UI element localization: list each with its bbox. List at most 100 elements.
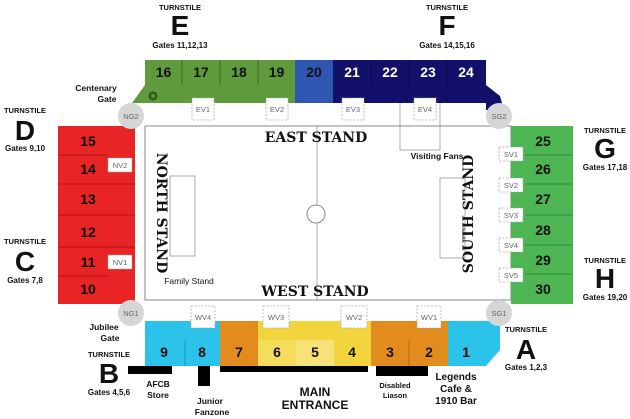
vomitory-nv2-label: NV2 — [113, 161, 128, 170]
block-1[interactable] — [448, 321, 486, 366]
vomitory-sv5-label: SV5 — [504, 271, 518, 280]
vomitory-wv1-label: WV1 — [421, 313, 437, 322]
block-9[interactable] — [145, 321, 185, 366]
disabled-liason-frontage — [376, 366, 428, 376]
block-21-label: 21 — [344, 64, 360, 80]
block-5-label: 5 — [311, 344, 319, 360]
block-19[interactable] — [258, 60, 295, 103]
vomitory-ev4-label: EV4 — [418, 105, 432, 114]
west-stand-blocks: 9 8 7 6 5 4 3 2 1 — [145, 321, 500, 366]
west-cyan-corner — [486, 321, 500, 366]
block-10-label: 10 — [80, 281, 96, 297]
visiting-fans-label: Visiting Fans — [411, 151, 464, 161]
turnstile-d-letter: D — [15, 115, 35, 146]
vomitory-ev3-label: EV3 — [346, 105, 360, 114]
turnstile-e[interactable]: TURNSTILE E Gates 11,12,13 — [152, 3, 208, 50]
block-21[interactable] — [333, 60, 371, 103]
turnstile-g[interactable]: TURNSTILE G Gates 17,18 — [583, 126, 628, 172]
family-stand-label: Family Stand — [164, 276, 214, 286]
south-stand-label: SOUTH STAND — [461, 155, 477, 274]
legends-cafe-label-2: Cafe & — [440, 384, 472, 395]
block-24[interactable] — [447, 60, 486, 103]
afcb-store-label-2: Store — [147, 390, 169, 400]
block-17[interactable] — [182, 60, 220, 103]
vomitory-ev2 — [265, 97, 289, 121]
block-7[interactable] — [220, 321, 258, 366]
turnstile-a-word: TURNSTILE — [505, 325, 547, 334]
gate-sg1-label: SG1 — [491, 309, 506, 318]
vomitory-ev3 — [341, 97, 365, 121]
pitch — [144, 101, 512, 301]
block-30-label: 30 — [535, 281, 551, 297]
block-25-label: 25 — [535, 133, 551, 149]
vomitory-ev4 — [413, 97, 437, 121]
turnstile-c-word: TURNSTILE — [4, 237, 46, 246]
turnstile-b-letter: B — [99, 358, 119, 389]
block-23[interactable] — [409, 60, 447, 103]
vomitory-sv1-label: SV1 — [504, 150, 518, 159]
legends-cafe-label: Legends — [435, 372, 477, 383]
block-19-label: 19 — [269, 64, 285, 80]
turnstile-g-gates: Gates 17,18 — [583, 163, 628, 172]
block-14-label: 14 — [80, 161, 96, 177]
block-22-label: 22 — [382, 64, 398, 80]
block-22[interactable] — [371, 60, 409, 103]
block-20[interactable] — [295, 60, 333, 103]
vomitory-sv5 — [498, 267, 524, 283]
west-stand-label: WEST STAND — [260, 284, 368, 300]
turnstile-a[interactable]: TURNSTILE A Gates 1,2,3 — [505, 325, 548, 372]
gate-sg1[interactable] — [486, 300, 512, 326]
block-6-lower — [258, 340, 296, 366]
vomitory-nv2 — [107, 157, 133, 173]
jubilee-gate-label: Jubilee — [89, 322, 119, 332]
vomitory-sv2-label: SV2 — [504, 181, 518, 190]
block-18[interactable] — [220, 60, 258, 103]
turnstile-f[interactable]: TURNSTILE F Gates 14,15,16 — [419, 3, 475, 50]
turnstile-b[interactable]: TURNSTILE B Gates 4,5,6 — [88, 350, 131, 397]
vomitory-sv3 — [498, 207, 524, 223]
block-28-label: 28 — [535, 222, 551, 238]
turnstile-h[interactable]: TURNSTILE H Gates 19,20 — [583, 256, 628, 302]
turnstile-e-gates: Gates 11,12,13 — [152, 41, 208, 50]
legends-cafe-label-3: 1910 Bar — [435, 396, 477, 407]
turnstile-e-letter: E — [171, 10, 190, 41]
block-4-label: 4 — [348, 344, 356, 360]
block-2[interactable] — [409, 321, 448, 366]
block-15-label: 15 — [80, 133, 96, 149]
turnstile-d-word: TURNSTILE — [4, 106, 46, 115]
club-crest-icon — [148, 91, 158, 101]
block-8[interactable] — [185, 321, 220, 366]
block-4[interactable] — [334, 321, 371, 366]
turnstile-f-word: TURNSTILE — [426, 3, 468, 12]
block-3[interactable] — [371, 321, 409, 366]
gate-ng1[interactable] — [118, 300, 144, 326]
gate-ng2[interactable] — [118, 103, 144, 129]
gate-sg2[interactable] — [486, 103, 512, 129]
jubilee-gate-label-2: Gate — [101, 333, 120, 343]
block-18-label: 18 — [231, 64, 247, 80]
disabled-liason-label-2: Liason — [383, 391, 408, 400]
north-stand-label: NORTH STAND — [153, 153, 169, 273]
east-stand-label: EAST STAND — [265, 130, 368, 146]
centenary-gate-label-2: Gate — [98, 94, 117, 104]
block-23-label: 23 — [420, 64, 436, 80]
east-green-corner — [132, 85, 145, 103]
south-penalty-box — [439, 177, 466, 259]
afcb-store-label: AFCB — [146, 379, 170, 389]
vomitory-sv4-label: SV4 — [504, 241, 518, 250]
gate-ng2-label: NG2 — [123, 112, 138, 121]
vomitory-wv1 — [416, 305, 442, 329]
turnstile-g-word: TURNSTILE — [584, 126, 626, 135]
vomitory-nv1-label: NV1 — [113, 258, 128, 267]
north-stand-blocks: 15 14 13 12 11 10 — [58, 113, 145, 304]
vomitory-wv2 — [340, 305, 368, 329]
vomitory-wv4 — [190, 305, 216, 329]
main-entrance-label: MAIN — [300, 385, 331, 399]
block-16-label: 16 — [156, 64, 172, 80]
turnstile-c[interactable]: TURNSTILE C Gates 7,8 — [4, 237, 46, 285]
vomitory-ev1 — [191, 97, 215, 121]
vomitory-wv3 — [262, 305, 290, 329]
block-1-label: 1 — [462, 344, 470, 360]
turnstile-d[interactable]: TURNSTILE D Gates 9,10 — [4, 106, 46, 153]
